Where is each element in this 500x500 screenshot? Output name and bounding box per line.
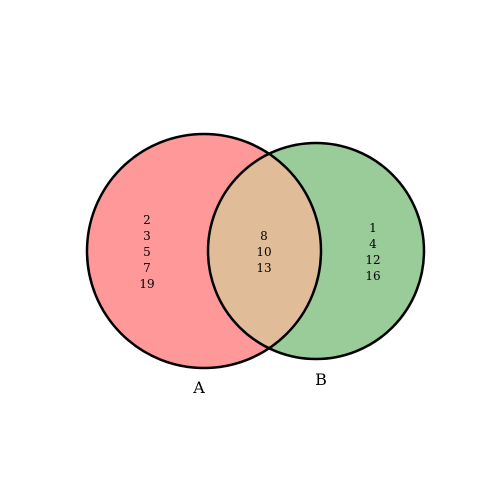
member-value: 7 bbox=[143, 261, 151, 275]
member-value: 12 bbox=[365, 253, 380, 267]
member-value: 10 bbox=[256, 245, 271, 259]
member-value: 4 bbox=[369, 237, 377, 251]
set-a-label: A bbox=[192, 378, 205, 397]
member-value: 19 bbox=[139, 277, 154, 291]
member-value: 5 bbox=[143, 245, 151, 259]
set-b-outline bbox=[206, 141, 426, 361]
intersection-region bbox=[208, 143, 321, 359]
member-value: 3 bbox=[143, 229, 151, 243]
member-value: 1 bbox=[369, 221, 377, 235]
set-b-only-members: 1 4 12 16 bbox=[365, 221, 380, 283]
member-value: 8 bbox=[260, 229, 268, 243]
member-value: 16 bbox=[365, 269, 380, 283]
member-value: 2 bbox=[143, 213, 151, 227]
set-a-only-members: 2 3 5 7 19 bbox=[139, 213, 154, 291]
intersection-members: 8 10 13 bbox=[256, 229, 271, 275]
set-b-label: B bbox=[315, 370, 327, 389]
set-a-outline bbox=[85, 132, 323, 370]
member-value: 13 bbox=[256, 261, 271, 275]
